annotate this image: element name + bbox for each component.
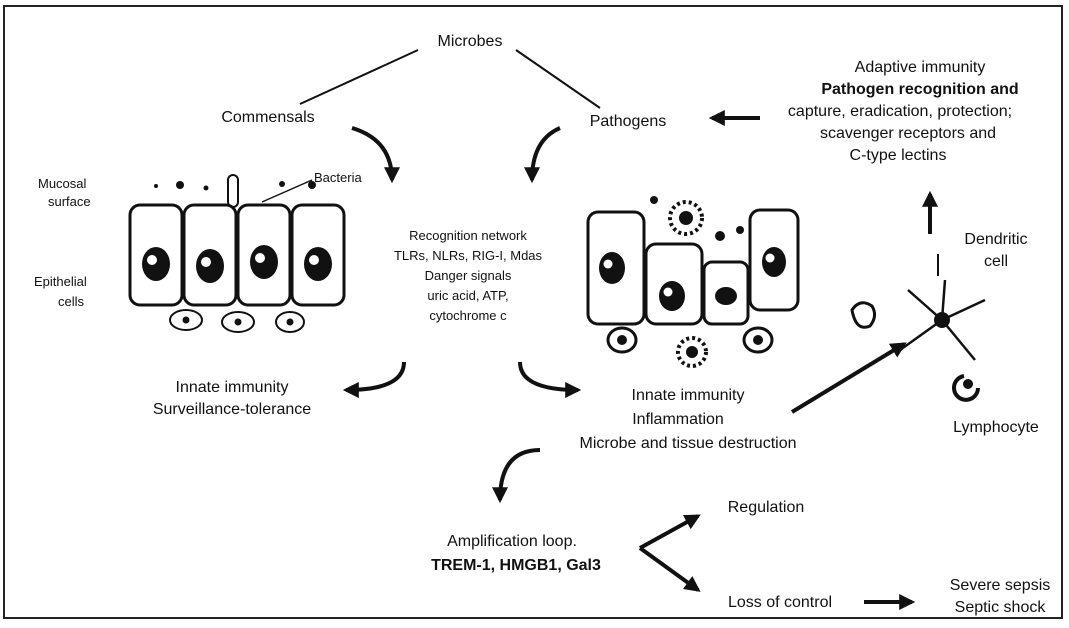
dendritic-cell-icon	[900, 280, 985, 360]
label-commensals: Commensals	[221, 109, 314, 126]
label-severe-sepsis: Severe sepsis	[950, 577, 1051, 594]
label-pathogens: Pathogens	[590, 113, 667, 130]
label-amplification-loop: Amplification loop.	[447, 533, 577, 550]
label-adaptive-immunity: Adaptive immunity	[855, 59, 986, 76]
label-cytochrome: cytochrome c	[429, 308, 507, 323]
bacteria-pointer	[262, 180, 312, 202]
arrow-to-regulation	[640, 516, 698, 548]
epithelial-cells	[130, 205, 344, 332]
label-adaptive-5: C-type lectins	[850, 147, 947, 164]
label-dendritic: Dendritic	[964, 231, 1027, 248]
label-epithelial: Epithelial	[34, 274, 87, 289]
label-danger-signals: Danger signals	[425, 268, 512, 283]
branch-line-commensals	[300, 50, 418, 104]
label-inflammation: Inflammation	[632, 411, 724, 428]
label-receptors: TLRs, NLRs, RIG-I, Mdas	[394, 248, 543, 263]
label-epithelial-cells: cells	[58, 294, 85, 309]
label-adaptive-2: Pathogen recognition and	[821, 81, 1018, 98]
label-adaptive-4: scavenger receptors and	[820, 125, 996, 142]
bacteria-cluster	[154, 175, 316, 207]
label-loss-of-control: Loss of control	[728, 594, 832, 611]
arrow-to-amplification	[500, 450, 540, 500]
arrow-to-innate-right	[520, 362, 578, 390]
lymphocyte-icon	[954, 376, 978, 400]
label-bacteria: Bacteria	[314, 170, 362, 185]
label-innate-right: Innate immunity	[632, 387, 745, 404]
label-recognition-network: Recognition network	[409, 228, 527, 243]
label-uric-acid: uric acid, ATP,	[427, 288, 508, 303]
label-dendritic-cell: cell	[984, 253, 1008, 270]
label-septic-shock: Septic shock	[955, 599, 1047, 616]
arrow-pathogens-down	[532, 128, 560, 180]
branch-line-pathogens	[516, 50, 600, 108]
label-innate-left: Innate immunity	[176, 379, 289, 396]
microbe-particle-icon	[852, 303, 875, 327]
arrow-to-innate-left	[346, 362, 404, 390]
label-regulation: Regulation	[728, 499, 805, 516]
label-adaptive-3: capture, eradication, protection;	[788, 103, 1012, 120]
arrow-to-loss-of-control	[640, 548, 698, 590]
arrow-inflammation-to-dendritic	[792, 344, 904, 412]
label-surface: surface	[48, 194, 91, 209]
label-amplification-mediators: TREM-1, HMGB1, Gal3	[431, 557, 601, 574]
label-microbe-tissue-destruction: Microbe and tissue destruction	[580, 435, 797, 452]
label-microbes: Microbes	[438, 33, 503, 50]
inflamed-tissue	[588, 196, 798, 366]
label-mucosal: Mucosal	[38, 176, 87, 191]
label-surveillance: Surveillance-tolerance	[153, 401, 311, 418]
label-lymphocyte: Lymphocyte	[953, 419, 1039, 436]
